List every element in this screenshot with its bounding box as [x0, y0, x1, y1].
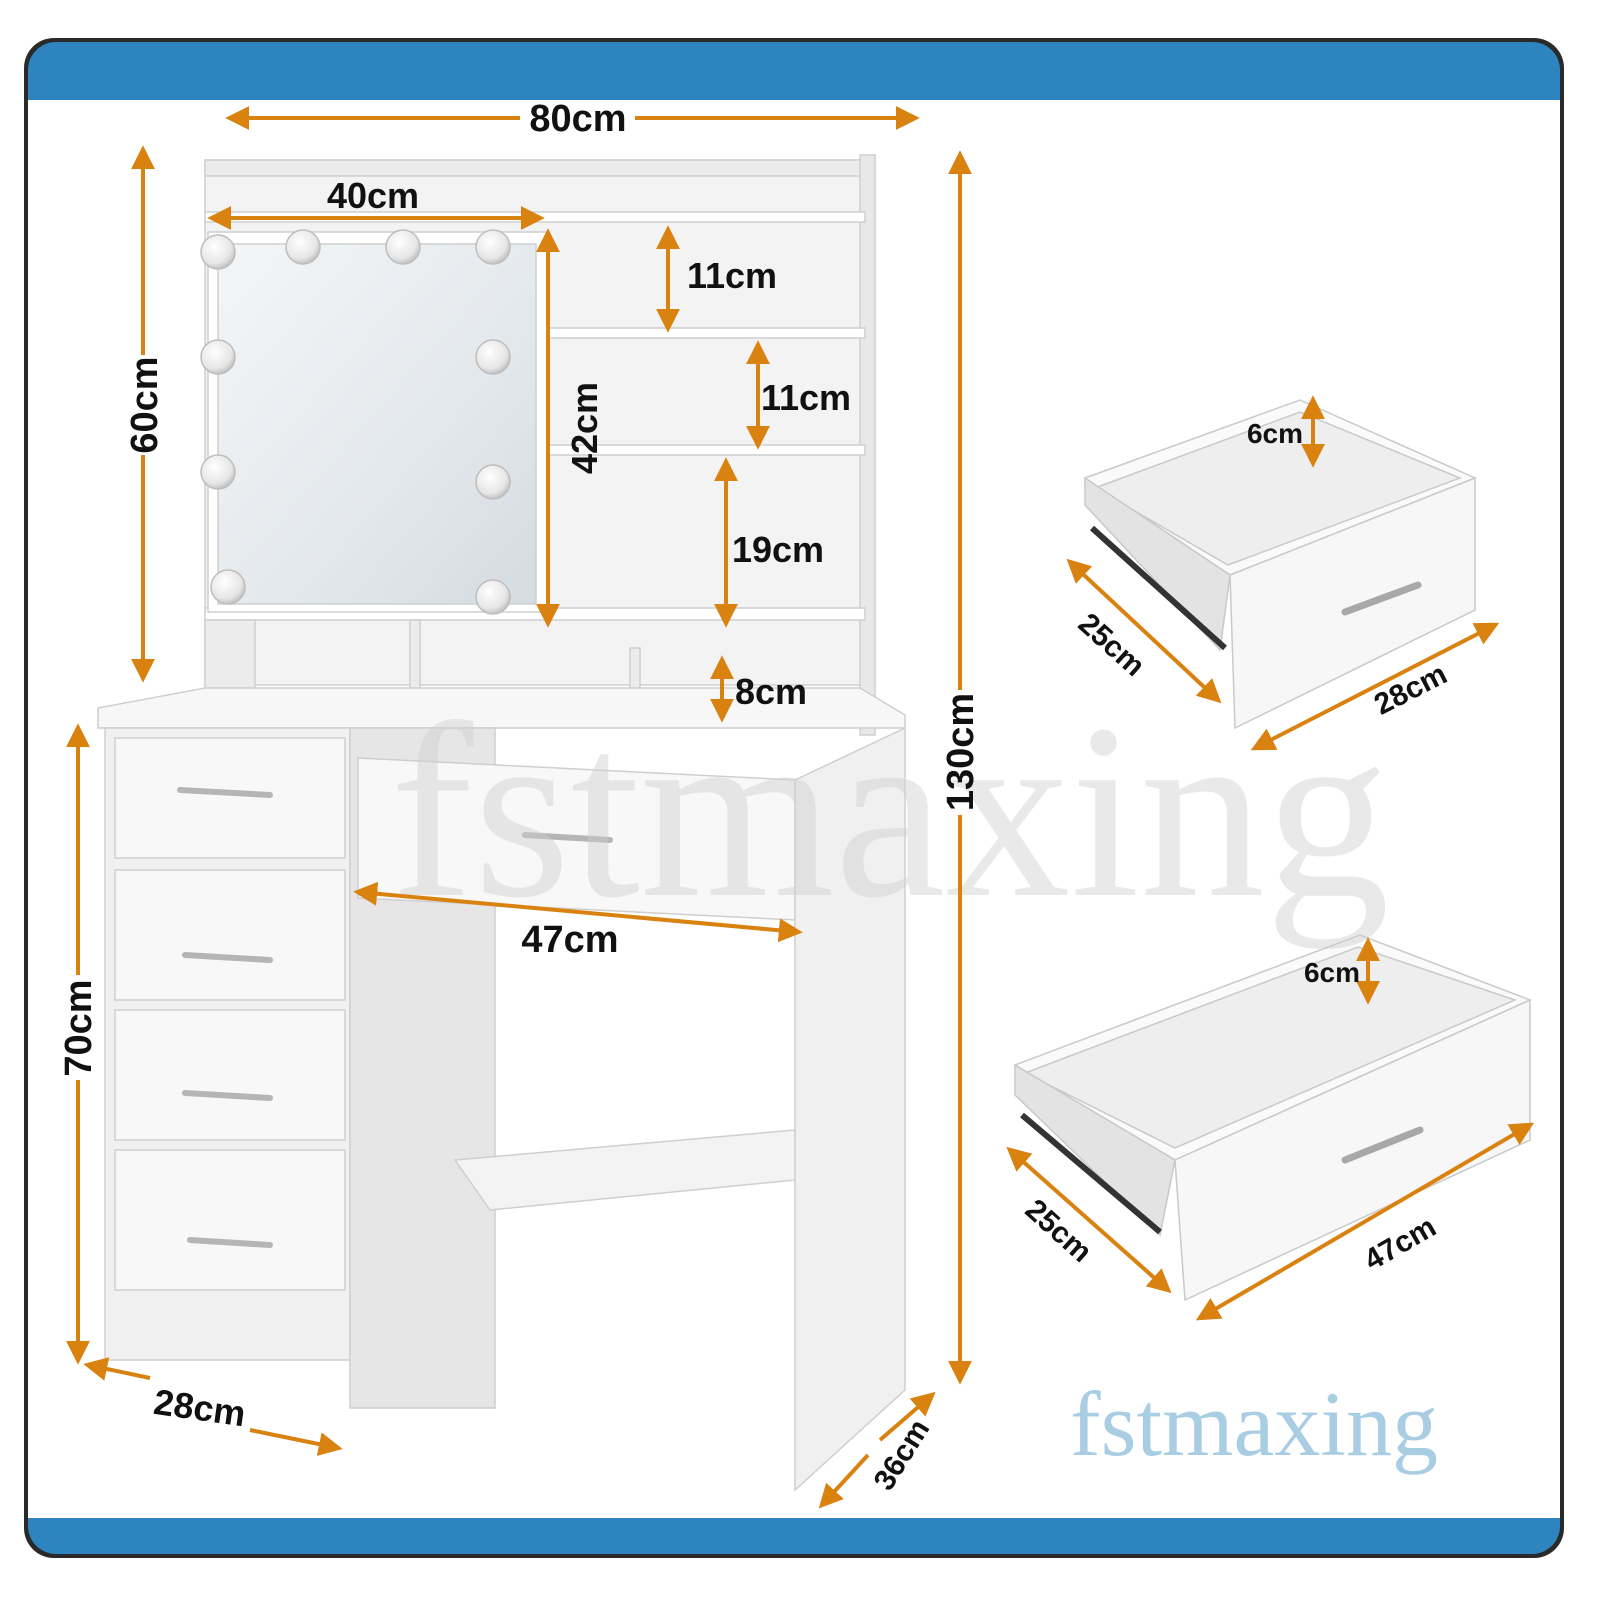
cabinet-drawer-3 — [114, 1009, 346, 1141]
arrow-large-drawer-width — [1195, 1122, 1535, 1321]
footrest-shelf — [453, 1129, 796, 1211]
mirror-glass — [217, 243, 537, 605]
label-desk-height: 70cm — [58, 979, 100, 1076]
handle-icon — [522, 832, 613, 843]
bulb-icon-group — [200, 229, 511, 615]
dimension-arrows — [66, 106, 1535, 1509]
label-width-total: 80cm — [529, 98, 626, 140]
arrow-cabinet-width-right — [249, 1428, 343, 1456]
bulb-icon — [475, 579, 511, 615]
handles — [177, 787, 613, 1248]
bulb-icon — [200, 234, 236, 270]
bulb-icon — [200, 339, 236, 375]
bulb-icon — [285, 229, 321, 265]
label-mirror-height: 42cm — [564, 382, 605, 474]
shelf-1 — [544, 327, 866, 339]
bulb-icon — [475, 339, 511, 375]
label-hutch-height: 60cm — [124, 356, 166, 453]
handle-icon — [182, 1090, 273, 1101]
label-shelf-middle: 11cm — [761, 377, 851, 418]
label-shelf-bottom: 19cm — [732, 529, 824, 570]
arrow-depth-bottom — [818, 1453, 870, 1509]
handle-icon — [187, 1237, 273, 1248]
bulb-icon — [475, 464, 511, 500]
handle-icon — [177, 787, 273, 798]
desk-top — [97, 687, 906, 729]
bulb-icon — [200, 454, 236, 490]
arrow-small-drawer-depth — [1066, 558, 1222, 704]
arrow-small-drawer-width — [1250, 622, 1500, 751]
bulb-icon — [475, 229, 511, 265]
label-mirror-width: 40cm — [327, 175, 419, 216]
arrow-depth-top — [878, 1391, 936, 1442]
cabinet-drawer-4 — [114, 1149, 346, 1291]
label-large-drawer-height: 6cm — [1304, 957, 1360, 988]
label-cubby-height: 8cm — [735, 671, 807, 712]
arrow-large-drawer-depth — [1006, 1146, 1172, 1294]
cabinet-drawer-1 — [114, 737, 346, 859]
handle-icon — [1341, 581, 1422, 616]
label-shelf-top: 11cm — [687, 255, 777, 296]
label-center-drawer-width: 47cm — [521, 919, 618, 961]
handle-icon — [182, 952, 273, 963]
right-leg — [794, 726, 906, 1492]
watermark-corner: fstmaxing — [1070, 1373, 1438, 1475]
arrow-cabinet-width-left — [83, 1357, 151, 1381]
label-small-drawer-height: 6cm — [1247, 418, 1303, 449]
bulb-icon — [385, 229, 421, 265]
cabinet-drawer-2 — [114, 869, 346, 1001]
bulb-icon — [210, 569, 246, 605]
vanity-table — [97, 154, 906, 1492]
arrow-center-drawer-width — [353, 881, 803, 943]
label-total-height: 130cm — [940, 693, 982, 811]
